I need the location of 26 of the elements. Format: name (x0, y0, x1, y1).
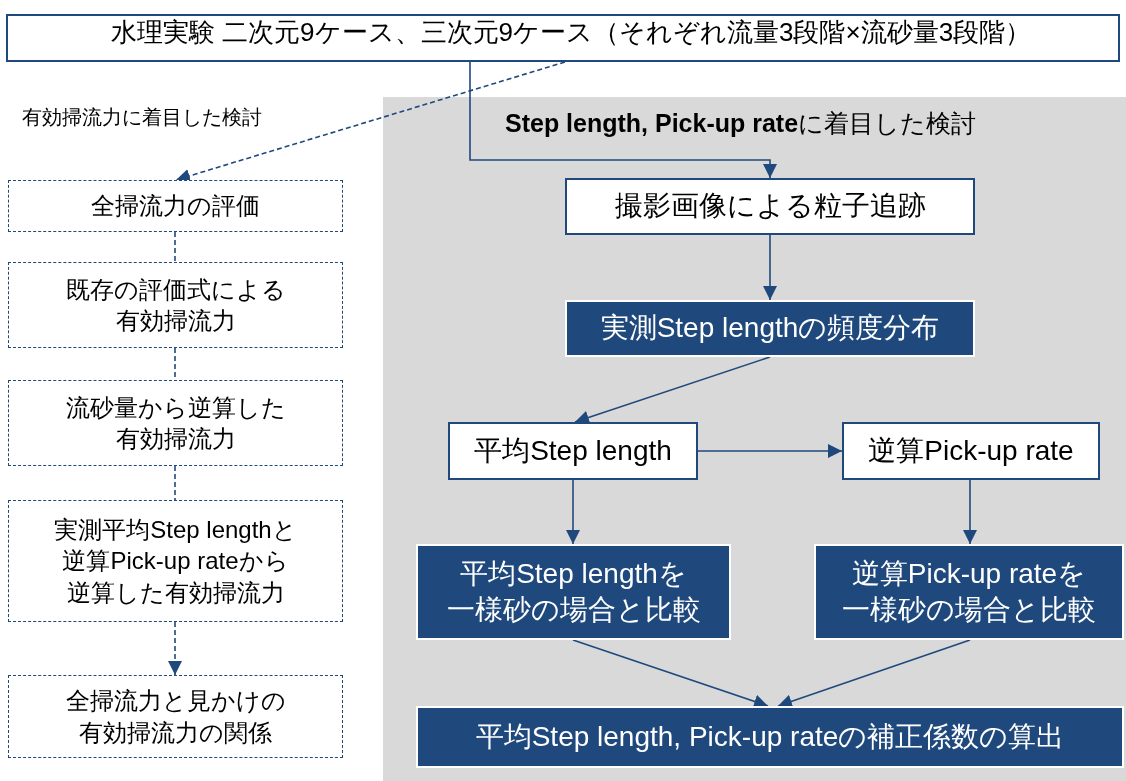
dashed-process-box: 流砂量から逆算した有効掃流力 (8, 380, 343, 466)
highlighted-process-box: 実測Step lengthの頻度分布 (565, 300, 975, 357)
arrow (763, 234, 777, 301)
arrow (572, 639, 769, 709)
process-box: 逆算Pick-up rate (842, 422, 1100, 480)
highlighted-process-box: 逆算Pick-up rateを一様砂の場合と比較 (814, 544, 1124, 640)
arrow (777, 639, 971, 709)
panel-heading: Step length, Pick-up rateに着目した検討 (505, 108, 977, 139)
dashed-process-box: 全掃流力の評価 (8, 180, 343, 232)
highlighted-process-box: 平均Step length, Pick-up rateの補正係数の算出 (416, 706, 1124, 768)
process-box: 撮影画像による粒子追跡 (565, 178, 975, 235)
dashed-process-box: 既存の評価式による有効掃流力 (8, 262, 343, 348)
highlighted-process-box: 平均Step lengthを一様砂の場合と比較 (416, 544, 731, 640)
section-label: 有効掃流力に着目した検討 (22, 105, 262, 130)
arrow (175, 61, 566, 183)
process-box: 平均Step length (448, 422, 698, 480)
arrow (168, 621, 182, 676)
arrow (566, 479, 580, 545)
arrow (697, 444, 843, 458)
dashed-process-box: 実測平均Step lengthと逆算Pick-up rateから逆算した有効掃流力 (8, 500, 343, 622)
arrow (574, 356, 771, 425)
dashed-process-box: 全掃流力と見かけの有効掃流力の関係 (8, 675, 343, 758)
arrow (963, 479, 977, 545)
title-box: 水理実験 二次元9ケース、三次元9ケース（それぞれ流量3段階×流砂量3段階） (6, 14, 1120, 62)
panel-background (383, 97, 1126, 781)
arrow (469, 61, 777, 179)
